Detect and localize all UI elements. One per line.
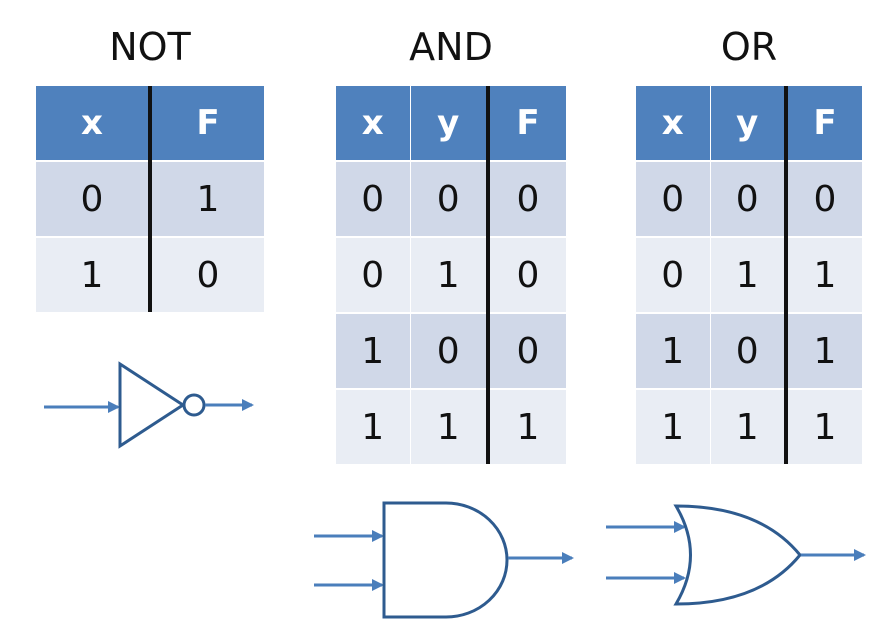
table-cell: 0: [336, 236, 411, 313]
table-row: 0 1 1: [636, 236, 862, 313]
not-truth-table: x F 0 1 1 0: [36, 86, 264, 312]
header-cell-x: x: [636, 86, 711, 161]
or-gate-icon: [606, 504, 866, 606]
not-title: NOT: [109, 25, 191, 69]
table-cell: 1: [710, 236, 787, 313]
table-cell: 1: [486, 388, 566, 464]
table-cell: 0: [784, 160, 862, 237]
not-gate-icon: [44, 361, 254, 449]
header-cell-x: x: [36, 86, 151, 161]
table-row: 0 1: [36, 160, 264, 237]
table-header-row: x F: [36, 86, 264, 161]
header-cell-f: F: [784, 86, 862, 161]
table-cell: 1: [636, 312, 711, 389]
table-cell: 1: [410, 236, 489, 313]
header-cell-y: y: [710, 86, 787, 161]
and-truth-table: x y F 0 0 0 0 1 0 1 0 0 1 1 1: [336, 86, 566, 464]
table-cell: 1: [784, 236, 862, 313]
and-title: AND: [409, 25, 493, 69]
table-cell: 0: [710, 312, 787, 389]
table-row: 1 0 1: [636, 312, 862, 389]
header-cell-x: x: [336, 86, 411, 161]
header-cell-f: F: [486, 86, 566, 161]
not-bubble: [182, 393, 206, 417]
or-truth-table: x y F 0 0 0 0 1 1 1 0 1 1 1 1: [636, 86, 862, 464]
table-cell: 0: [636, 160, 711, 237]
or-title: OR: [720, 25, 778, 69]
table-row: 0 1 0: [336, 236, 566, 313]
table-cell: 1: [336, 388, 411, 464]
table-header-row: x y F: [336, 86, 566, 161]
table-header-row: x y F: [636, 86, 862, 161]
table-cell: 0: [486, 160, 566, 237]
table-cell: 0: [148, 236, 264, 312]
table-cell: 0: [710, 160, 787, 237]
table-cell: 0: [636, 236, 711, 313]
and-body: [382, 501, 509, 619]
table-cell: 1: [148, 160, 264, 237]
header-cell-y: y: [410, 86, 489, 161]
table-cell: 1: [36, 236, 151, 312]
table-cell: 0: [486, 312, 566, 389]
table-row: 1 0 0: [336, 312, 566, 389]
table-cell: 0: [410, 312, 489, 389]
table-cell: 1: [410, 388, 489, 464]
table-cell: 1: [784, 388, 862, 464]
table-cell: 0: [336, 160, 411, 237]
or-body: [673, 504, 802, 606]
table-cell: 1: [784, 312, 862, 389]
table-row: 1 1 1: [336, 388, 566, 464]
table-row: 0 0 0: [636, 160, 862, 237]
table-cell: 1: [336, 312, 411, 389]
table-cell: 0: [486, 236, 566, 313]
not-triangle: [118, 361, 186, 449]
table-cell: 1: [636, 388, 711, 464]
table-row: 1 0: [36, 236, 264, 312]
and-gate-icon: [314, 501, 574, 619]
table-cell: 1: [710, 388, 787, 464]
table-cell: 0: [36, 160, 151, 237]
table-row: 0 0 0: [336, 160, 566, 237]
header-cell-f: F: [148, 86, 264, 161]
table-cell: 0: [410, 160, 489, 237]
table-row: 1 1 1: [636, 388, 862, 464]
